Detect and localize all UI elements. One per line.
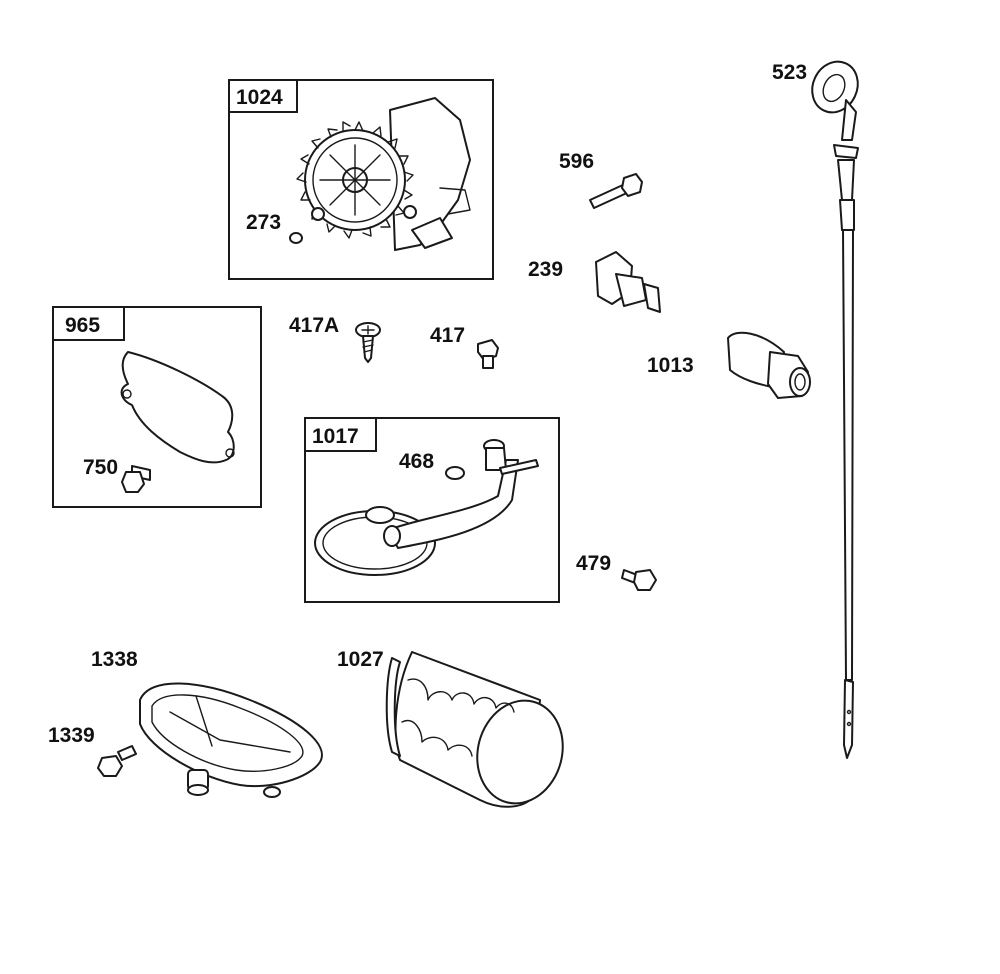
part-label-965: 965	[65, 314, 100, 337]
o-ring-468-part	[445, 466, 465, 480]
oil-filter-1027: 1027	[337, 648, 564, 808]
part-label-417: 417	[430, 324, 465, 347]
part-label-1339: 1339	[48, 724, 95, 747]
part-label-1017: 1017	[312, 425, 359, 448]
dipstick-523: 523	[772, 60, 859, 759]
oil-pickup-part	[314, 439, 539, 576]
group-1017: 1017 468	[304, 417, 560, 603]
bolt-1339: 1339	[48, 724, 137, 777]
part-label-239: 239	[528, 258, 563, 281]
part-label-1338: 1338	[91, 648, 138, 671]
part-label-273: 273	[246, 211, 281, 234]
screw-417a: 417A	[289, 314, 381, 363]
part-label-596: 596	[559, 150, 594, 173]
group-1024: 1024 273	[228, 79, 494, 280]
adapter-1013: 1013	[647, 331, 811, 399]
bolt-596: 596	[559, 150, 643, 209]
sump-1338: 1338	[91, 648, 323, 798]
bolt-417: 417	[430, 324, 499, 369]
part-label-523: 523	[772, 61, 807, 84]
part-label-1024: 1024	[236, 86, 283, 109]
part-label-468: 468	[399, 450, 434, 473]
group-965: 965 750	[52, 306, 262, 508]
part-label-750: 750	[83, 456, 118, 479]
part-label-1013: 1013	[647, 354, 694, 377]
part-label-479: 479	[576, 552, 611, 575]
bolt-479: 479	[576, 552, 657, 591]
part-label-1027: 1027	[337, 648, 384, 671]
o-ring-273-part	[289, 232, 303, 244]
bolt-750-part	[121, 465, 151, 493]
pressure-switch-239: 239	[528, 251, 661, 313]
gasket-965-part	[120, 351, 235, 464]
oil-pump-part	[296, 97, 471, 251]
part-label-417a: 417A	[289, 314, 339, 337]
